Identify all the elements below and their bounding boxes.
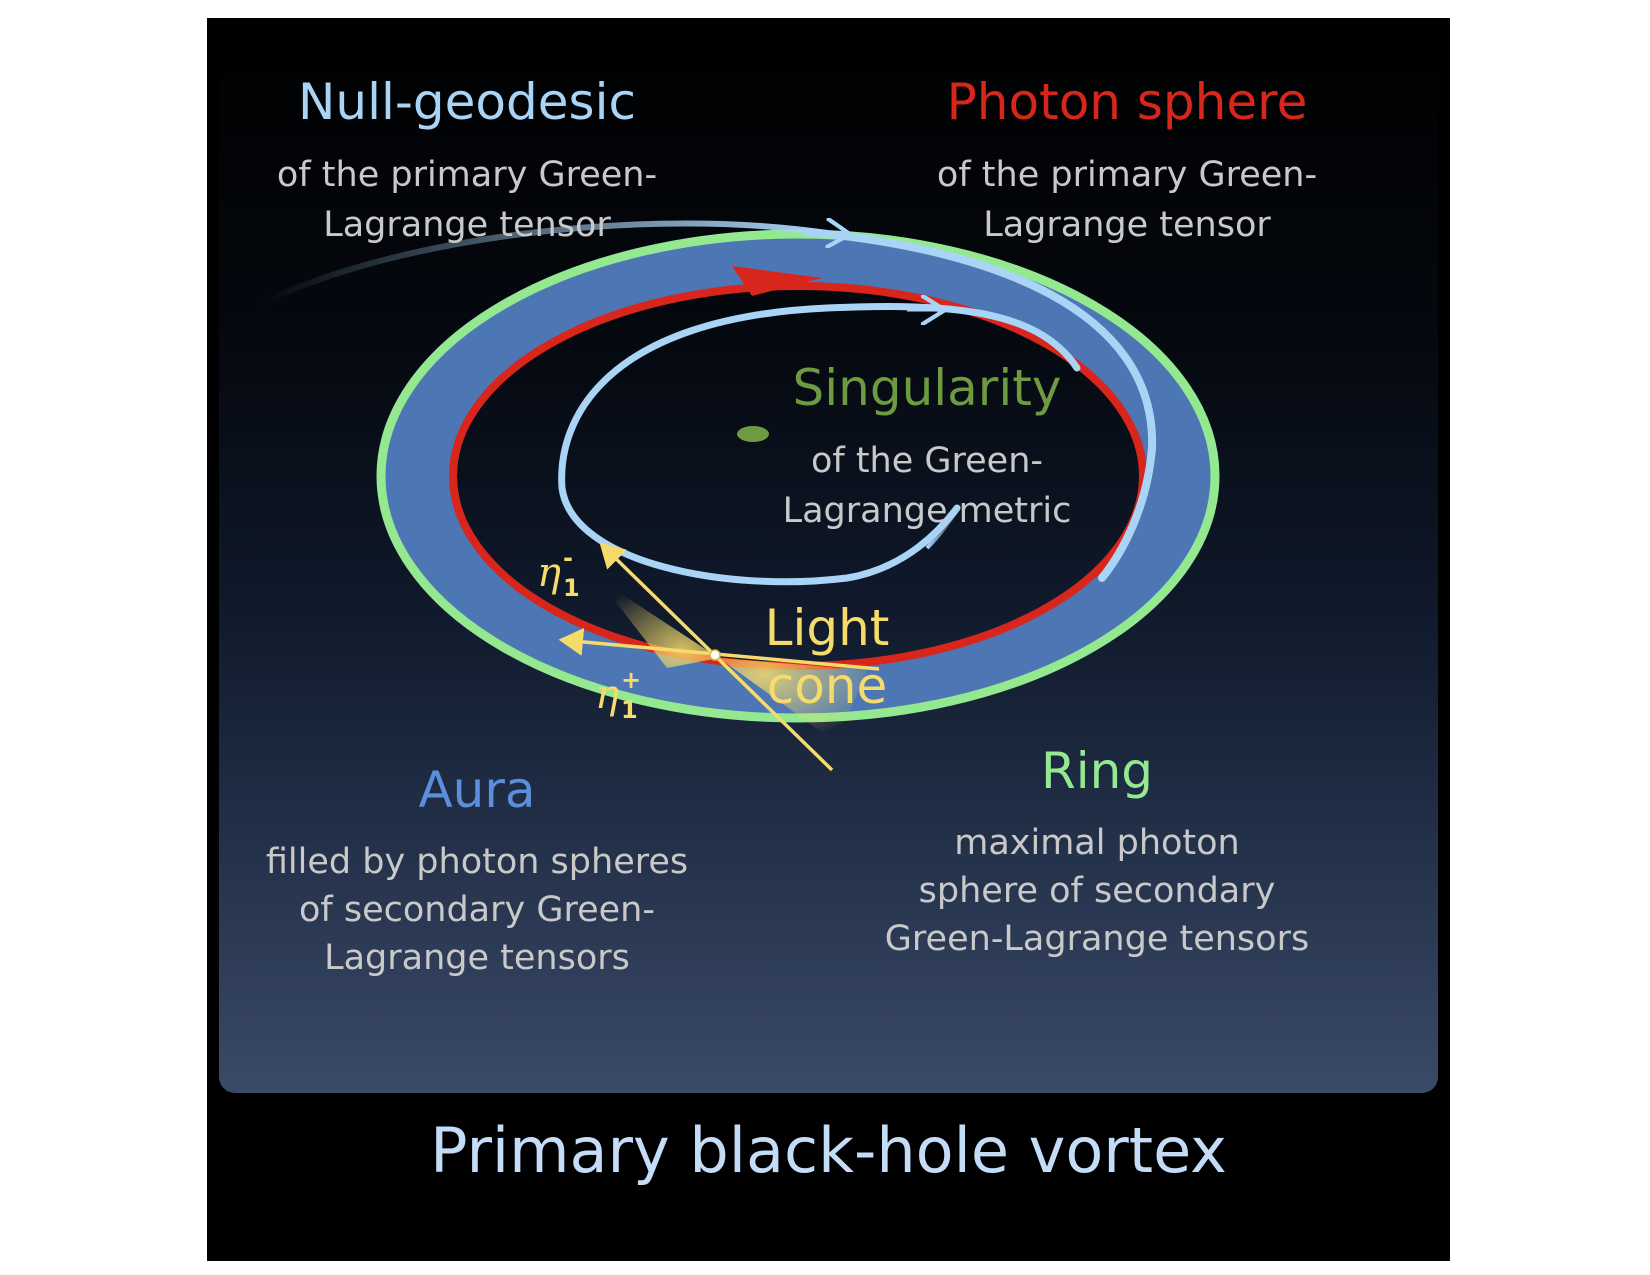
light-cone-title: Light cone — [764, 599, 890, 715]
eta-minus-sup: - — [562, 544, 573, 572]
eta-plus-sub: 1 — [620, 696, 638, 724]
photon-sphere-title: Photon sphere — [946, 73, 1308, 131]
singularity-title: Singularity — [792, 359, 1062, 417]
null-geodesic-desc: of the primary Green- Lagrange tensor — [276, 155, 658, 245]
footer-title: Primary black-hole vortex — [430, 1114, 1227, 1187]
photon-sphere-desc: of the primary Green- Lagrange tensor — [936, 155, 1318, 245]
null-geodesic-path — [259, 224, 1157, 586]
ring-desc: maximal photon sphere of secondary Green… — [884, 823, 1310, 959]
eta-minus-label: η - 1 — [537, 544, 581, 602]
light-cone-glow — [597, 578, 867, 743]
aura-title: Aura — [418, 761, 536, 819]
singularity-label: Singularity of the Green- Lagrange metri… — [777, 340, 1077, 555]
eta-minus-sub: 1 — [562, 574, 580, 602]
light-cone-lines — [558, 542, 880, 772]
ring-ellipse — [376, 229, 1220, 723]
null-geodesic-title: Null-geodesic — [298, 73, 636, 131]
singularity-dot — [737, 426, 769, 442]
photon-sphere-label: Photon sphere of the primary Green- Lagr… — [917, 54, 1337, 269]
photon-sphere-arrowhead — [732, 266, 822, 296]
eta-plus-sup: + — [620, 666, 642, 694]
light-cone-label: Light cone — [697, 580, 957, 734]
singularity-desc: of the Green- Lagrange metric — [782, 441, 1072, 531]
eta-plus-label: η + 1 — [595, 666, 641, 724]
aura-label: Aura filled by photon spheres of seconda… — [237, 742, 717, 1001]
ring-title: Ring — [1040, 742, 1154, 800]
null-geodesic-label: Null-geodesic of the primary Green- Lagr… — [237, 54, 697, 269]
ring-label: Ring maximal photon sphere of secondary … — [877, 723, 1317, 982]
vortex-diagram — [259, 18, 1220, 772]
diagram-frame: Null-geodesic of the primary Green- Lagr… — [207, 18, 1450, 1261]
aura-desc: filled by photon spheres of secondary Gr… — [265, 842, 689, 978]
